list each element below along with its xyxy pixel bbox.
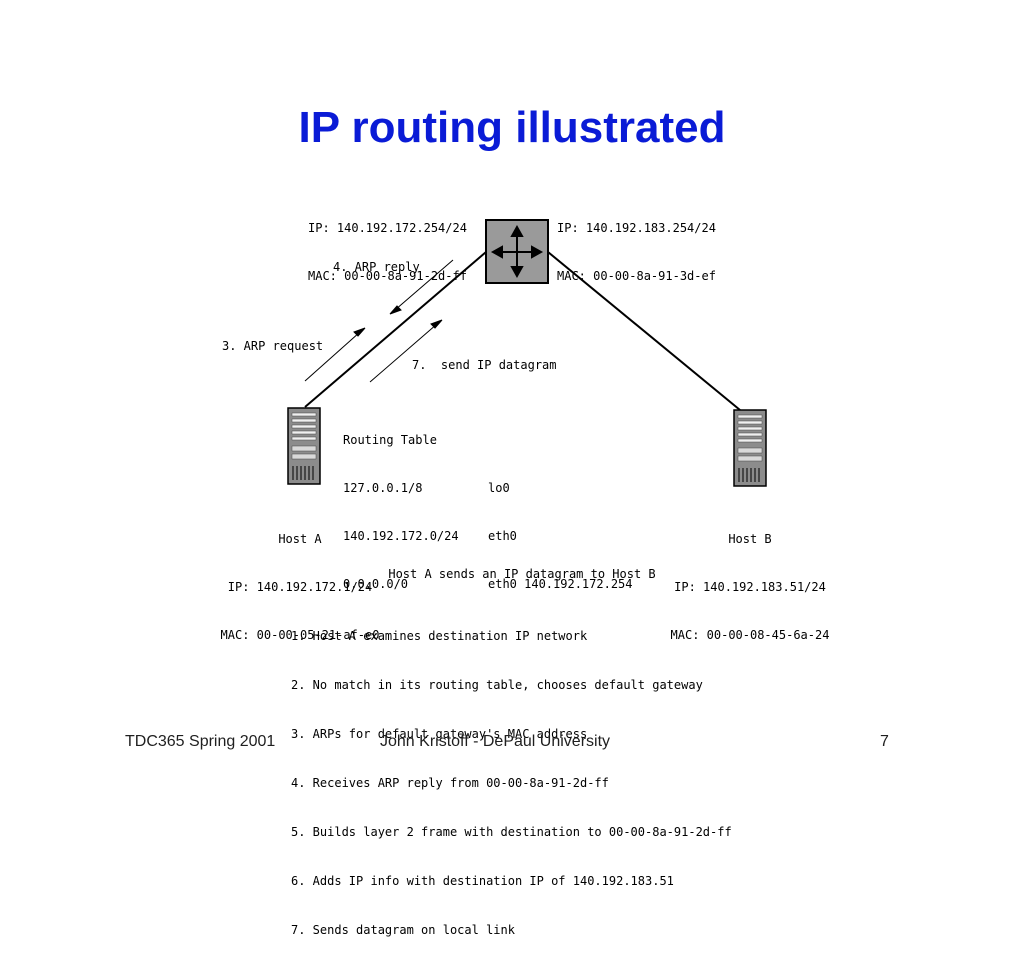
arrow-arp-reply — [389, 259, 454, 315]
route-destination: 127.0.0.1/8 — [343, 481, 423, 495]
host-b-mac: MAC: 00-00-08-45-6a-24 — [670, 628, 830, 642]
step-item: 6. Adds IP info with destination IP of 1… — [291, 874, 674, 888]
host-a-ip: IP: 140.192.172.1/24 — [227, 580, 373, 594]
step-item: 4. Receives ARP reply from 00-00-8a-91-2… — [291, 776, 609, 790]
host-a-name: Host A — [278, 532, 322, 546]
arp-reply-label: 4. ARP reply — [333, 260, 420, 274]
step-item: 5. Builds layer 2 frame with destination… — [291, 825, 732, 839]
host-b-ip: IP: 140.192.183.51/24 — [674, 580, 826, 594]
footer-author: John Kristoff - DePaul University — [380, 733, 611, 750]
routing-table-row: 127.0.0.1/8 lo0 — [343, 480, 663, 496]
route-interface: eth0 — [488, 529, 517, 543]
router-left-mac: MAC: 00-00-8a-91-2d-ff — [308, 269, 467, 283]
routing-table: Routing Table 127.0.0.1/8 lo0 140.192.17… — [343, 400, 663, 608]
step-item: 7. Sends datagram on local link — [291, 923, 515, 937]
link-host-a-router — [304, 251, 487, 408]
router-right-ip: IP: 140.192.183.254/24 — [557, 221, 716, 235]
step-item: 2. No match in its routing table, choose… — [291, 678, 703, 692]
diagram-caption: Host A sends an IP datagram to Host B — [388, 567, 656, 581]
router-left-interface: IP: 140.192.172.254/24 MAC: 00-00-8a-91-… — [308, 188, 467, 300]
link-router-host-b — [547, 251, 741, 411]
slide-title: IP routing illustrated — [298, 103, 726, 152]
host-b-name: Host B — [728, 532, 772, 546]
step-item: 3. ARPs for default gateway's MAC addres… — [291, 727, 588, 741]
router-icon — [485, 219, 549, 284]
host-b-server-icon — [733, 409, 767, 487]
route-destination: 0.0.0.0/0 — [343, 577, 409, 591]
host-b-label: Host B IP: 140.192.183.51/24 MAC: 00-00-… — [650, 499, 850, 659]
network-diagram — [287, 219, 767, 487]
steps-list: 1. Host A examines destination IP networ… — [291, 596, 732, 955]
routing-table-row: 0.0.0.0/0 eth0 140.192.172.254 — [343, 576, 663, 592]
routing-table-title: Routing Table — [343, 433, 437, 447]
route-destination: 140.192.172.0/24 — [343, 529, 459, 543]
send-datagram-label: 7. send IP datagram — [412, 358, 557, 372]
footer-course: TDC365 Spring 2001 — [125, 733, 276, 750]
host-a-mac: MAC: 00-00-05-21-af-e0 — [220, 628, 380, 642]
router-left-ip: IP: 140.192.172.254/24 — [308, 221, 467, 235]
routing-table-row: 140.192.172.0/24 eth0 — [343, 528, 663, 544]
arp-request-label: 3. ARP request — [222, 339, 324, 353]
step-item: 1. Host A examines destination IP networ… — [291, 629, 588, 643]
router-right-interface: IP: 140.192.183.254/24 MAC: 00-00-8a-91-… — [557, 188, 716, 300]
arrow-send-datagram — [369, 319, 443, 383]
arrow-arp-request — [304, 327, 366, 382]
footer-page-number: 7 — [880, 733, 889, 750]
host-a-label: Host A IP: 140.192.172.1/24 MAC: 00-00-0… — [200, 499, 400, 659]
route-interface: lo0 — [488, 481, 510, 495]
router-right-mac: MAC: 00-00-8a-91-3d-ef — [557, 269, 716, 283]
host-a-server-icon — [287, 407, 321, 485]
route-interface: eth0 140.192.172.254 — [488, 577, 633, 591]
